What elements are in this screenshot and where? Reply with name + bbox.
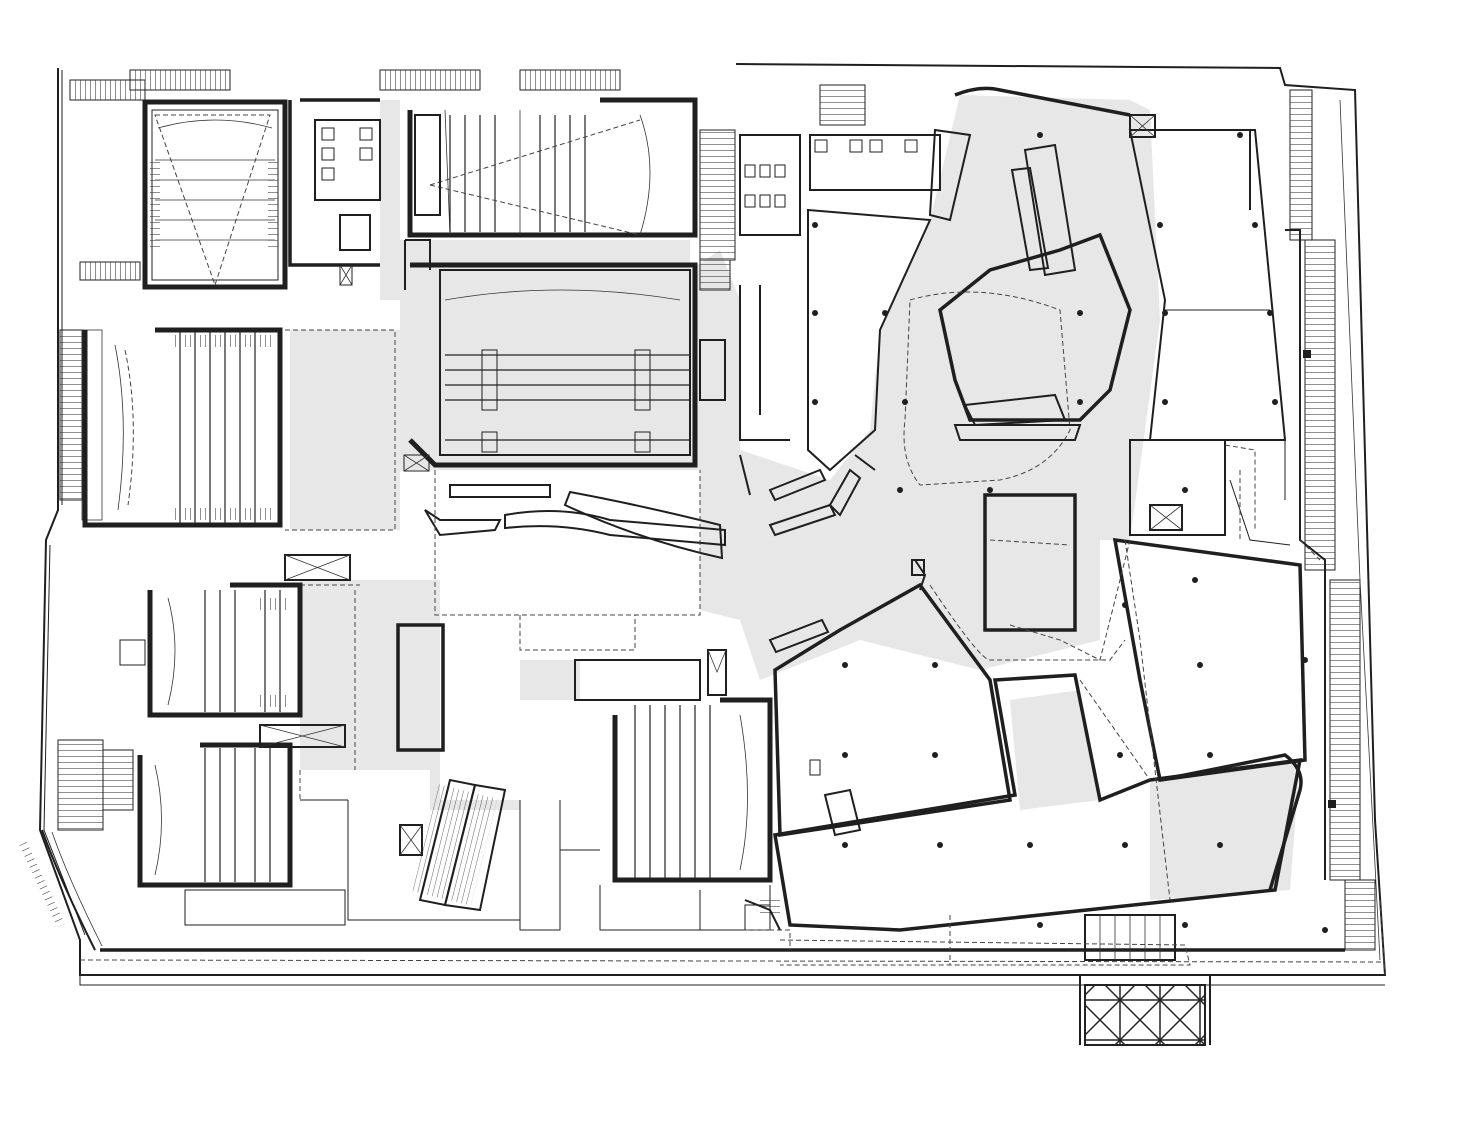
cinema-3 <box>404 97 698 290</box>
foyer-seating <box>739 454 876 537</box>
columns <box>812 132 1336 933</box>
cinema-2 <box>82 327 396 531</box>
cinema-7 <box>574 649 773 931</box>
lower-service-rooms <box>519 800 781 931</box>
centre-counter <box>300 584 445 770</box>
east-core <box>1129 439 1291 546</box>
foyer-benches <box>424 470 726 651</box>
cinema-1 <box>142 98 380 290</box>
cinema-4 <box>403 262 726 472</box>
left-facade-stairs <box>57 79 146 831</box>
right-facade-stairs <box>1285 89 1381 961</box>
dashed-zones <box>745 444 1386 976</box>
entrance-bridge <box>1079 914 1211 1046</box>
top-stairs <box>129 69 866 291</box>
building-envelope <box>19 63 1387 986</box>
restroom-block-right <box>739 134 941 441</box>
south-hall <box>768 493 1307 932</box>
cinema-6 <box>137 724 346 926</box>
restroom-block-left <box>314 119 381 286</box>
central-escalator <box>299 770 521 921</box>
cinema-5 <box>119 554 351 718</box>
